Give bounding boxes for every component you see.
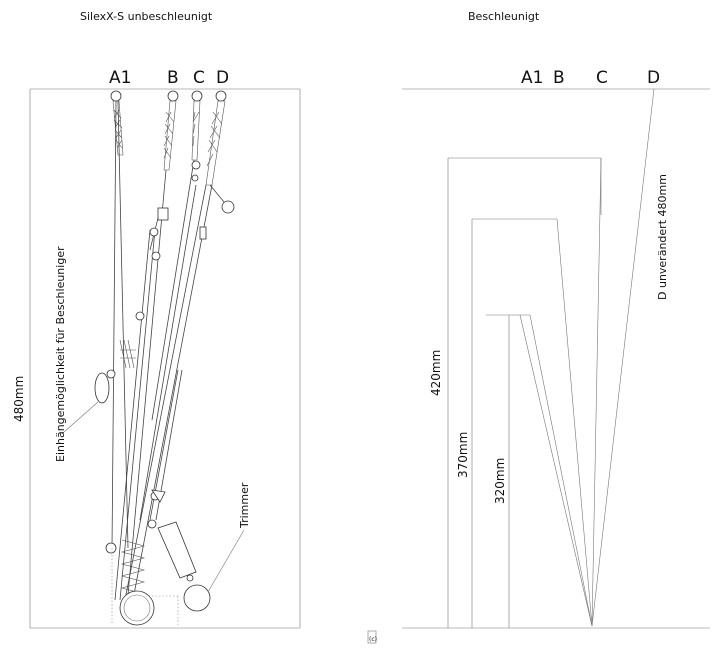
carabiner-ring	[119, 590, 155, 626]
copyright-mark: (c)	[369, 636, 377, 643]
right-label-c: C	[596, 68, 608, 88]
riser-sleeves	[112, 100, 226, 186]
connector-b	[167, 90, 179, 102]
height-label-a1: 320mm	[493, 458, 507, 504]
right-label-d: D	[647, 68, 660, 88]
annotation-accelerator: Einhängemöglichkeit für Beschleuniger	[54, 246, 67, 462]
left-height-label: 480mm	[12, 376, 26, 422]
left-diagram: SilexX-S unbeschleunigt A1 B C D 480mm	[12, 10, 301, 629]
left-label-d: D	[216, 68, 229, 88]
accelerator-hook	[94, 372, 110, 404]
trimmer-body	[157, 521, 197, 579]
accelerator-leader-line	[63, 401, 99, 433]
d-unchanged-label: D unverändert 480mm	[656, 174, 669, 300]
right-title: Beschleunigt	[468, 10, 540, 23]
height-label-b: 370mm	[456, 432, 470, 478]
right-label-a1: A1	[521, 68, 543, 88]
copyright-badge	[367, 630, 377, 644]
right-riser-a1	[486, 314, 593, 628]
trimmer-leader-line	[207, 529, 245, 593]
riser-parts	[94, 160, 235, 626]
left-label-a1: A1	[109, 68, 131, 88]
connector-a1	[110, 90, 122, 102]
connector-d	[215, 90, 227, 102]
left-label-c: C	[193, 68, 205, 88]
right-riser-d	[591, 88, 655, 627]
right-diagram: Beschleunigt A1 B C D 420mm 3	[402, 10, 710, 629]
right-riser-c	[447, 157, 602, 628]
right-label-b: B	[553, 68, 565, 88]
annotation-trimmer: Trimmer	[238, 482, 251, 529]
connector-c	[191, 90, 203, 102]
height-label-c: 420mm	[429, 350, 443, 396]
trimmer-wheel	[183, 584, 211, 612]
left-label-b: B	[167, 68, 179, 88]
left-title: SilexX-S unbeschleunigt	[80, 10, 213, 23]
right-riser-b	[471, 218, 593, 628]
